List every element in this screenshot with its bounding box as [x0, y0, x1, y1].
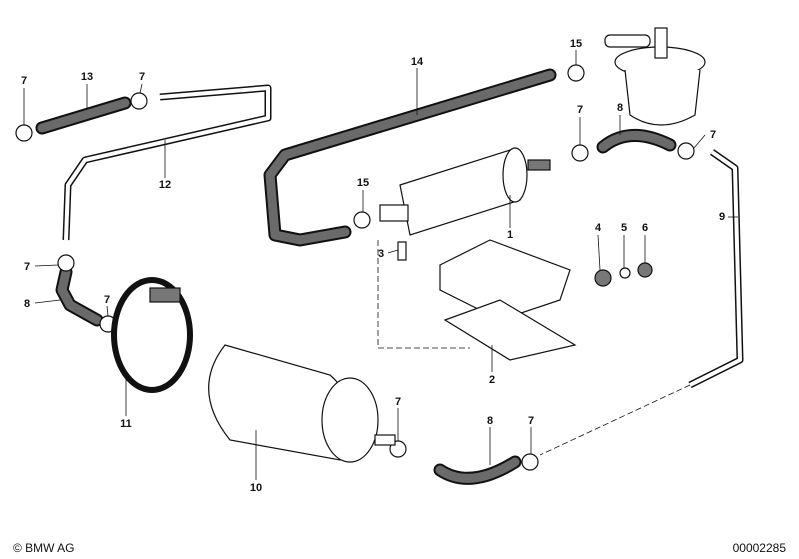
callout-7: 7	[528, 415, 534, 427]
callout-7: 7	[395, 396, 401, 408]
hose-8-lower	[433, 455, 522, 485]
callout-12: 12	[159, 179, 171, 191]
fuel-line-9	[539, 149, 744, 456]
callout-5: 5	[621, 222, 627, 234]
pump-bracket	[377, 239, 577, 361]
callout-15: 15	[357, 177, 369, 189]
callout-2: 2	[489, 374, 495, 386]
callout-7: 7	[24, 261, 30, 273]
callout-9: 9	[719, 211, 725, 223]
filter-strap	[111, 277, 193, 393]
copyright-label: © BMW AG	[13, 541, 75, 555]
callout-1: 1	[507, 229, 513, 241]
fuel-line-12	[62, 84, 272, 241]
callout-7: 7	[139, 71, 145, 83]
callout-labels: 7 13 7 14 15 7 8 7 12 15 1 9 3 4 5 6 7 8…	[21, 38, 725, 494]
leader-lines	[23, 50, 738, 480]
hose-8-left	[55, 265, 104, 327]
callout-15: 15	[570, 38, 582, 50]
callout-14: 14	[411, 56, 424, 68]
callout-8: 8	[487, 415, 493, 427]
fuel-pump	[379, 147, 551, 236]
callout-8: 8	[24, 298, 30, 310]
hose-13	[35, 96, 132, 135]
fuel-filter	[208, 344, 396, 463]
callout-7: 7	[21, 75, 27, 87]
small-fasteners	[397, 241, 653, 287]
callout-13: 13	[81, 71, 93, 83]
callout-4: 4	[595, 222, 602, 234]
callout-7: 7	[104, 294, 110, 306]
fuel-tank-sender-unit	[604, 27, 706, 126]
hose-8-upper	[596, 129, 677, 154]
callout-6: 6	[642, 222, 648, 234]
callout-10: 10	[250, 482, 262, 494]
callout-7: 7	[577, 104, 583, 116]
callout-8: 8	[617, 102, 623, 114]
callout-7: 7	[710, 129, 716, 141]
callout-11: 11	[120, 418, 132, 430]
callout-3: 3	[378, 248, 384, 260]
diagram-number: 00002285	[732, 541, 786, 555]
hose-14	[263, 68, 557, 247]
